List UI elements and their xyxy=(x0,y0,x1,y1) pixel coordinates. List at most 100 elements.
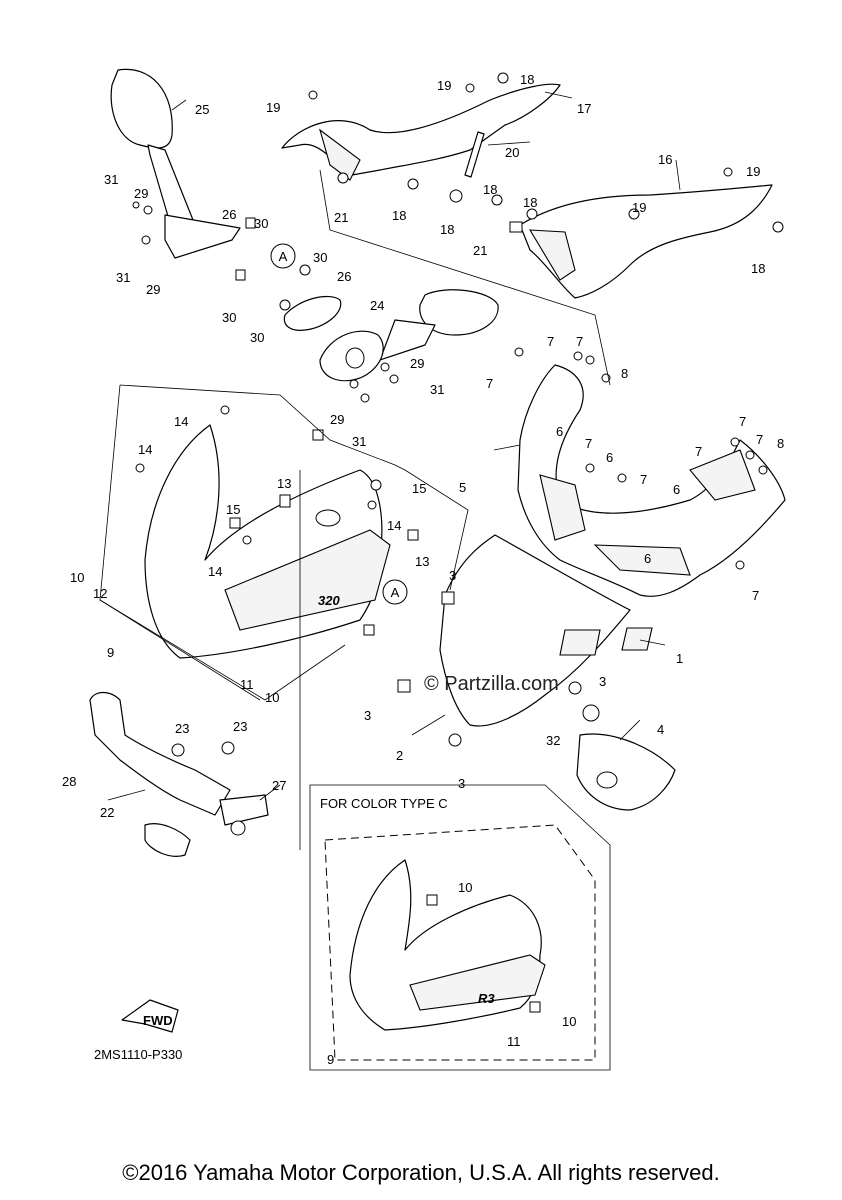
callout-label: 31 xyxy=(116,270,130,285)
callout-label: 18 xyxy=(520,72,534,87)
fasteners xyxy=(132,72,784,757)
callout-label: 14 xyxy=(174,414,188,429)
ref-marker-a-bottom: A xyxy=(382,579,408,605)
callout-label: 16 xyxy=(658,152,672,167)
callout-label: 7 xyxy=(739,414,746,429)
watermark: © Partzilla.com xyxy=(424,673,559,695)
callout-label: 29 xyxy=(330,412,344,427)
callout-label: 7 xyxy=(585,436,592,451)
callout-label: 11 xyxy=(507,1034,521,1049)
callout-label: 24 xyxy=(370,298,384,313)
trim-strip-20[interactable] xyxy=(464,131,485,178)
svg-text:FWD: FWD xyxy=(143,1013,173,1028)
callout-label: 30 xyxy=(313,250,327,265)
callout-label: 31 xyxy=(430,382,444,397)
callout-label: 28 xyxy=(62,774,76,789)
callout-label: 2 xyxy=(396,748,403,763)
callout-label: 9 xyxy=(327,1052,334,1067)
callout-label: 3 xyxy=(599,674,606,689)
diagram-code: 2MS1110-P330 xyxy=(94,1047,183,1062)
svg-text:A: A xyxy=(279,249,288,264)
callout-label: 26 xyxy=(222,207,236,222)
badge-r3-text: R3 xyxy=(478,991,495,1006)
callout-label: 7 xyxy=(640,472,647,487)
mirror-right[interactable] xyxy=(319,289,499,382)
callout-label: 31 xyxy=(352,434,366,449)
stay-22[interactable] xyxy=(89,691,269,857)
callout-label: 18 xyxy=(751,261,765,276)
svg-text:A: A xyxy=(391,585,400,600)
callout-label: 22 xyxy=(100,805,114,820)
side-cover-upper[interactable] xyxy=(281,83,561,181)
callout-label: 23 xyxy=(175,721,189,736)
callout-label: 21 xyxy=(473,243,487,258)
callout-label: 12 xyxy=(93,586,107,601)
fwd-arrow-icon: FWD xyxy=(121,999,179,1033)
callout-label: 17 xyxy=(577,101,591,116)
callout-label: 19 xyxy=(266,100,280,115)
callout-label: 11 xyxy=(240,677,254,692)
callout-label: 7 xyxy=(695,444,702,459)
callout-label: 30 xyxy=(222,310,236,325)
color-type-label: FOR COLOR TYPE C xyxy=(320,796,448,811)
callout-label: 18 xyxy=(523,195,537,210)
callout-label: 7 xyxy=(756,432,763,447)
callout-label: 15 xyxy=(412,481,426,496)
callout-label: 18 xyxy=(392,208,406,223)
callout-label: 3 xyxy=(364,708,371,723)
callout-label: 6 xyxy=(556,424,563,439)
ref-marker-a-top: A xyxy=(270,243,296,269)
callout-label: 30 xyxy=(254,216,268,231)
copyright-notice: ©2016 Yamaha Motor Corporation, U.S.A. A… xyxy=(122,1160,720,1185)
callout-label: 14 xyxy=(208,564,222,579)
callout-label: 15 xyxy=(226,502,240,517)
callout-label: 1 xyxy=(676,651,683,666)
callout-label: 8 xyxy=(621,366,628,381)
callout-label: 7 xyxy=(486,376,493,391)
callout-label: 8 xyxy=(777,436,784,451)
callout-label: 14 xyxy=(138,442,152,457)
inner-panel[interactable] xyxy=(517,364,786,597)
upper-cowling[interactable]: 320 xyxy=(144,424,391,659)
callout-label: 19 xyxy=(437,78,451,93)
callout-label: 29 xyxy=(146,282,160,297)
callout-label: 10 xyxy=(562,1014,576,1029)
callout-label: 18 xyxy=(440,222,454,237)
callout-label: 5 xyxy=(459,480,466,495)
callout-label: 29 xyxy=(134,186,148,201)
gasket-26[interactable] xyxy=(283,295,342,331)
callout-label: 3 xyxy=(458,776,465,791)
callout-label: 6 xyxy=(673,482,680,497)
callout-label: 31 xyxy=(104,172,118,187)
sticker-1[interactable] xyxy=(621,627,653,651)
callout-label: 30 xyxy=(250,330,264,345)
callout-label: 29 xyxy=(410,356,424,371)
callout-label: 20 xyxy=(505,145,519,160)
callout-label: 9 xyxy=(107,645,114,660)
callout-label: 7 xyxy=(576,334,583,349)
callout-label: 19 xyxy=(632,200,646,215)
callout-label: 10 xyxy=(70,570,84,585)
color-type-c-box: R3 xyxy=(309,784,611,1071)
callout-label: 10 xyxy=(458,880,472,895)
mirror-left[interactable] xyxy=(110,68,241,259)
callout-label: 21 xyxy=(334,210,348,225)
callout-label: 10 xyxy=(265,690,279,705)
callout-label: 6 xyxy=(644,551,651,566)
side-cover-lower[interactable] xyxy=(519,184,773,299)
callout-label: 18 xyxy=(483,182,497,197)
callout-label: 4 xyxy=(657,722,664,737)
callout-label: 3 xyxy=(449,568,456,583)
callout-label: 6 xyxy=(606,450,613,465)
windshield[interactable] xyxy=(439,534,631,727)
bracket-4[interactable] xyxy=(576,733,676,811)
callout-label: 26 xyxy=(337,269,351,284)
callout-label: 13 xyxy=(277,476,291,491)
badge-320-text: 320 xyxy=(318,593,340,608)
callout-label: 13 xyxy=(415,554,429,569)
callout-label: 14 xyxy=(387,518,401,533)
callout-label: 7 xyxy=(547,334,554,349)
callout-label: 19 xyxy=(746,164,760,179)
